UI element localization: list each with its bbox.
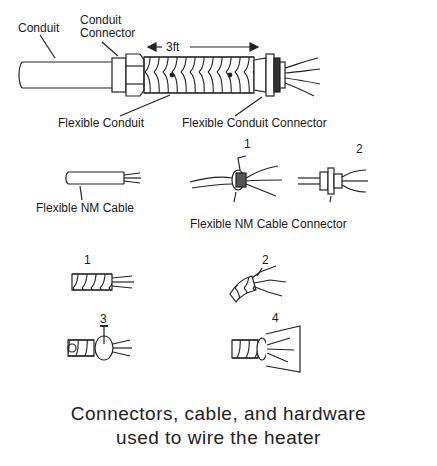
callout-number: 3 (100, 313, 107, 326)
caption-box: Connectors, cable, and hardware used to … (0, 402, 437, 450)
part-label: Flexible Conduit Connector (182, 117, 327, 130)
callout-number: 1 (84, 254, 91, 267)
part-label: 3ft (166, 41, 179, 54)
callout-number: 1 (244, 138, 251, 151)
callout-number: 2 (356, 143, 363, 156)
callout-number: 4 (272, 312, 279, 325)
caption: Connectors, cable, and hardware used to … (54, 402, 384, 450)
part-label: Conduit Connector (80, 14, 136, 40)
part-label: Flexible NM Cable (36, 202, 134, 215)
part-label: Conduit (18, 22, 59, 35)
part-label: Flexible Conduit (58, 117, 144, 130)
part-label: Flexible NM Cable Connector (190, 218, 347, 231)
callout-number: 2 (262, 254, 269, 267)
